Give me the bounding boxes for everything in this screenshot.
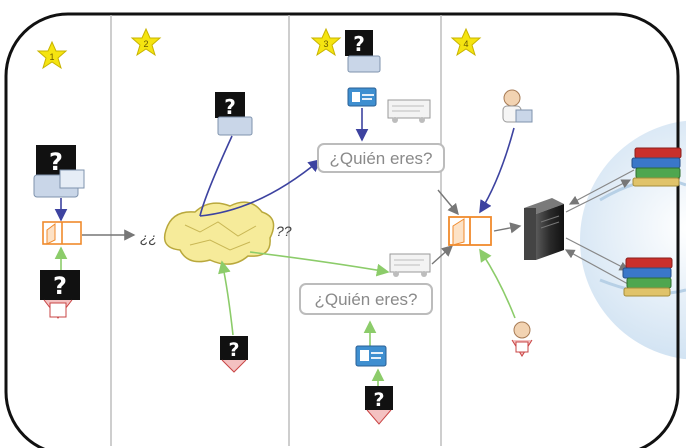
gray-arrow <box>565 237 630 271</box>
certificate-truck-icon <box>389 253 431 277</box>
authenticated-user-icon <box>502 89 533 123</box>
cloud-mark-left: ¿¿ <box>140 230 157 246</box>
id-card-icon <box>347 87 377 107</box>
gray-arrow <box>564 249 629 285</box>
cloud-mark-right: ?? <box>276 223 292 239</box>
who-are-you-dialog-bottom: ¿Quién eres? <box>299 283 433 315</box>
data-stack-icon <box>622 257 673 297</box>
stage-star-2: 2 <box>130 27 162 57</box>
blue-arrow <box>199 158 322 217</box>
stage-number: 2 <box>143 39 148 49</box>
question-mark: ? <box>353 32 365 56</box>
certificate-truck-icon <box>387 99 431 123</box>
stage-number: 4 <box>463 39 468 49</box>
stage-star-4: 4 <box>450 27 482 57</box>
data-stack-icon <box>631 147 682 187</box>
question-mark: ? <box>224 95 236 119</box>
stage-star-1: 1 <box>36 40 68 70</box>
green-arrow <box>218 260 234 336</box>
stage-number: 3 <box>323 39 328 49</box>
authenticated-person-icon <box>511 321 533 357</box>
gray-arrow <box>437 189 459 216</box>
question-mark: ? <box>49 148 63 176</box>
stage-number: 1 <box>49 52 54 62</box>
gray-arrow <box>568 169 635 205</box>
network-cloud-icon <box>163 201 275 265</box>
door-icon <box>42 221 82 245</box>
server-icon <box>524 198 564 260</box>
gray-arrow <box>565 179 632 213</box>
gray-arrow <box>493 222 522 234</box>
green-arrow <box>479 248 516 319</box>
green-arrow <box>249 251 390 277</box>
unknown-user-computer-icon: ? <box>345 30 381 73</box>
question-mark: ? <box>373 389 384 411</box>
diagram-frame <box>4 12 680 448</box>
gray-arrow <box>431 245 454 265</box>
door-icon <box>448 216 492 246</box>
id-card-icon <box>355 345 387 367</box>
unknown-user-computer-icon: ? <box>33 145 85 198</box>
question-mark: ? <box>53 272 67 300</box>
unknown-person-icon: ? <box>365 386 393 425</box>
dialog-bottom-text: ¿Quién eres? <box>315 290 418 309</box>
who-are-you-dialog-top: ¿Quién eres? <box>317 143 445 173</box>
question-mark: ? <box>228 339 239 361</box>
unknown-user-computer-icon: ? <box>215 92 253 136</box>
unknown-person-icon: ? <box>40 270 80 319</box>
unknown-person-icon: ? <box>220 336 248 373</box>
stage-star-3: 3 <box>310 27 342 57</box>
blue-arrow <box>199 135 233 217</box>
dialog-top-text: ¿Quién eres? <box>330 149 433 168</box>
blue-arrow <box>479 127 515 214</box>
